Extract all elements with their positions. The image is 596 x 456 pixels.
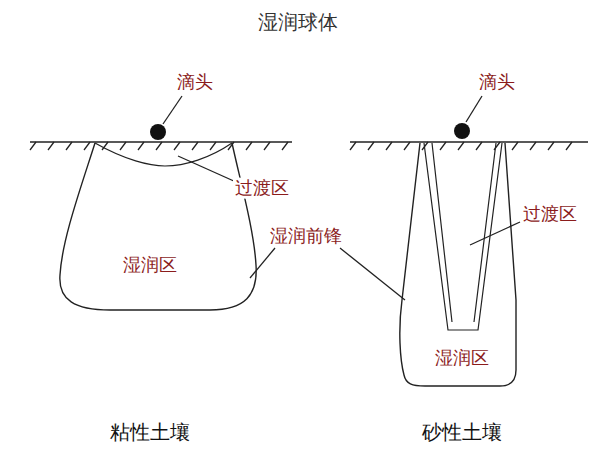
hatch-tick	[156, 142, 162, 150]
hatch-tick	[350, 142, 356, 150]
hatch-tick	[476, 142, 482, 150]
hatch-tick	[368, 142, 374, 150]
hatch-tick	[210, 142, 216, 150]
hatch-tick	[512, 142, 518, 150]
zone-label: 过渡区	[233, 178, 291, 199]
wetted-bulb: 湿润区	[50, 138, 265, 318]
transition-boundary	[424, 143, 502, 330]
hatch-tick	[566, 142, 572, 150]
ground-line	[350, 141, 588, 142]
hatch-tick	[530, 142, 536, 150]
dripper	[150, 124, 166, 140]
ground-hatch	[30, 142, 572, 150]
hatch-tick	[264, 142, 270, 150]
hatch-tick	[84, 142, 90, 150]
soil-caption: 砂性土壤	[420, 421, 504, 444]
hatch-tick	[30, 142, 36, 150]
soil-caption: 粘性土壤	[108, 421, 192, 444]
leader-line	[340, 248, 405, 300]
wetted-bulb: 湿润区	[392, 138, 532, 388]
hatch-tick	[66, 142, 72, 150]
hatch-tick	[282, 142, 288, 150]
hatch-tick	[192, 142, 198, 150]
leader-line	[178, 156, 236, 182]
zone-label: 湿润区	[123, 255, 177, 276]
leader-line	[466, 96, 482, 122]
dripper	[454, 123, 470, 139]
hatch-tick	[48, 142, 54, 150]
hatch-tick	[120, 142, 126, 150]
transition-boundary	[95, 143, 232, 166]
wetting-front	[60, 143, 256, 310]
zone-label: 湿润区	[435, 348, 489, 369]
zone-label: 过渡区	[521, 204, 579, 225]
hatch-tick	[404, 142, 410, 150]
bulb-outline	[50, 138, 265, 318]
dripper-label: 滴头	[477, 72, 517, 93]
leader-line	[163, 96, 182, 124]
wetting-front	[400, 143, 516, 386]
title: 湿润球体	[258, 11, 338, 34]
hatch-tick	[174, 142, 180, 150]
hatch-tick	[386, 142, 392, 150]
front-label: 湿润前锋	[268, 226, 344, 247]
dripper-label: 滴头	[175, 72, 215, 93]
hatch-tick	[138, 142, 144, 150]
hatch-tick	[246, 142, 252, 150]
leader-line	[250, 248, 275, 278]
hatch-tick	[458, 142, 464, 150]
hatch-tick	[440, 142, 446, 150]
hatch-tick	[548, 142, 554, 150]
